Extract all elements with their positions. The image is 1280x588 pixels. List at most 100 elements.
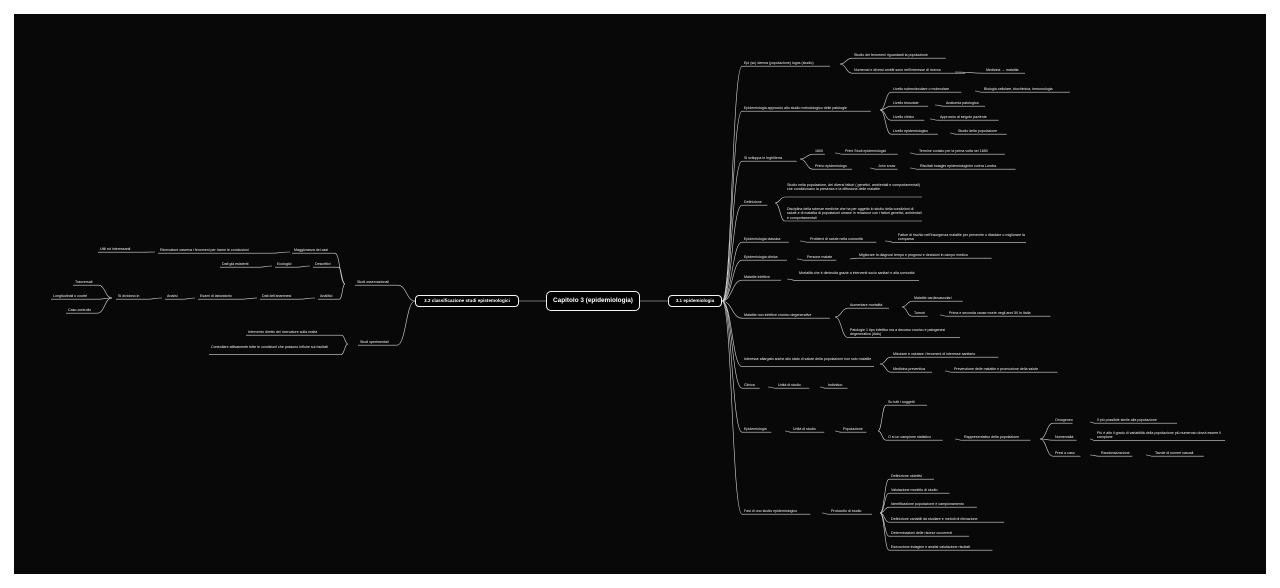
node-omogeneo-a[interactable]: Il più possibile simile alla popolazione (1097, 418, 1157, 422)
node-tumori[interactable]: Tumori (914, 311, 926, 315)
node-preventiva[interactable]: Medicina preventiva (893, 367, 925, 371)
node-infettive[interactable]: Malattie infettive (744, 275, 770, 279)
node-clinica-a[interactable]: Persone malate (807, 255, 833, 259)
connector-line (819, 386, 827, 389)
node-noninf[interactable]: Malattie non infettive cronico degenerat… (744, 313, 812, 317)
node-inghilterra[interactable]: Si sviluppa in Inghilterra (744, 156, 783, 160)
node-dati-esistenti[interactable]: Dati già esistenti (222, 262, 249, 266)
node-hiv[interactable]: Patologie 1 tipo infettivo ma a decorso … (850, 328, 946, 337)
node-liv3a[interactable]: Approccio al singolo paziente (940, 115, 987, 119)
node-numerosita[interactable]: Numerosità (1055, 435, 1074, 439)
connector-line (721, 160, 743, 302)
connector-line (929, 118, 939, 121)
node-omogeneo[interactable]: Omogeneo (1055, 418, 1073, 422)
node-fasi[interactable]: Fasi di uno studio epidemiologico (744, 509, 798, 513)
node-liv1[interactable]: Livello submolecolare o molecolare (893, 87, 950, 91)
node-clinica[interactable]: Epidemiologia clinica (744, 255, 778, 259)
node-unita1[interactable]: Unità di studio (778, 383, 801, 387)
node-liv3[interactable]: Livello clinico (893, 115, 915, 119)
node-definizione[interactable]: Definizione (744, 200, 762, 204)
node-studi-epid[interactable]: Primi Studi epidemiologici (845, 149, 887, 153)
node-cardio[interactable]: Malattie cardiovascolari (914, 296, 952, 300)
node-epidemiologia[interactable]: Epidemiologia (744, 427, 767, 431)
node-etim-2a[interactable]: Medicina → malattia (986, 68, 1019, 72)
node-misurare[interactable]: Misurare e valutare i fenomeni di intere… (893, 352, 976, 356)
node-interesse[interactable]: Interesse allargato anche allo stato di … (744, 357, 872, 361)
connector-line (147, 297, 163, 300)
node-si-dividono[interactable]: Si dividono in (118, 294, 140, 298)
node-utili[interactable]: Utili ed interessanti (100, 247, 131, 251)
node-p4[interactable]: Definizione variabili da studiare e meto… (891, 517, 978, 521)
node-longitudinali[interactable]: Longitudinali o coorte (53, 294, 88, 298)
node-def1[interactable]: Studio nella popolazione, dei diversi fa… (787, 183, 921, 192)
node-analitici[interactable]: Analitici (320, 294, 333, 298)
connector-line (240, 297, 258, 300)
node-randomizzazione[interactable]: Randomizzazione (1101, 451, 1130, 455)
node-etimologia[interactable]: Epi (su) demos (popolazione) logos (stud… (744, 61, 814, 65)
node-analisi[interactable]: Analisi (167, 294, 178, 298)
node-p6[interactable]: Esecuzione indagine e analisi valutazion… (891, 545, 970, 549)
node-liv1a[interactable]: Biologia cellulare, biochimica, immunolo… (984, 87, 1053, 91)
node-liv4[interactable]: Livello epidemiologico (893, 129, 929, 133)
node-aumentare[interactable]: Aumentare mortalità (850, 303, 883, 307)
node-individuo[interactable]: Individuo (828, 383, 843, 387)
topic-epidemiologia[interactable]: 3.1 epidemiologia (668, 295, 722, 307)
node-campione[interactable]: O si un campione statistico (888, 435, 931, 439)
node-clinica2[interactable]: Clinica (744, 383, 755, 387)
node-controllare[interactable]: Controllare attivamente tutte le condizi… (211, 345, 328, 349)
node-descrittivi[interactable]: Descrittivi (315, 262, 331, 266)
node-su-tutti[interactable]: Su tutti i soggetti (888, 400, 915, 404)
node-p3[interactable]: Identificazione popolazione e campioname… (891, 502, 964, 506)
node-classica-b[interactable]: Fattori di rischio nell'insorgenza malat… (898, 233, 1025, 242)
node-primo-epid[interactable]: Primo epidemiologo (815, 164, 847, 168)
node-liv4a[interactable]: Studio della popolazione (958, 129, 998, 133)
topic-classificazione[interactable]: 3.2 classificazione studi epistemologici (415, 295, 519, 307)
node-protocollo[interactable]: Protocollo di studio (831, 509, 862, 513)
node-anamnesi[interactable]: Dati dell'anamnesi (262, 294, 292, 298)
connector-line (721, 110, 743, 302)
node-ricercatore[interactable]: Ricercatore osserva i fenomeni per trarn… (160, 248, 249, 252)
central-topic[interactable]: Capitolo 3 (epidemiologia) (546, 291, 640, 311)
node-popolazione[interactable]: Popolazione (843, 427, 863, 431)
node-clinica-b[interactable]: Migliorare la diagnosi tempo e prognosi … (859, 253, 968, 257)
connector-line (834, 152, 844, 155)
node-approccio[interactable]: Epidemiologia approccio allo studio meto… (744, 106, 847, 110)
node-classica-a[interactable]: Problemi di salute nella comunità (810, 237, 863, 241)
node-def2[interactable]: Disciplina della scienze mediche che ha … (787, 207, 922, 220)
node-y1600[interactable]: 1600 (815, 149, 823, 153)
node-p5[interactable]: Determinazioni delle risorse occorrenti (891, 531, 953, 535)
connector-line (869, 167, 877, 170)
node-caso-controllo[interactable]: Caso-controllo (68, 308, 92, 312)
node-rappresentativo[interactable]: Rappresentativo della popolazione (964, 435, 1020, 439)
node-esami[interactable]: Esami di laboratorio (200, 294, 232, 298)
node-numerosita-a[interactable]: Più è alto il grado di variabilità della… (1097, 431, 1221, 440)
node-liv2[interactable]: Livello tessutale (893, 101, 919, 105)
node-tumori-a[interactable]: Prima e seconda cause morte negli anni 5… (949, 311, 1031, 315)
node-osservazionali[interactable]: Studi osservazionali (357, 280, 389, 284)
node-prevenzione[interactable]: Prevenzione delle malattie e promozione … (954, 367, 1039, 371)
node-classica[interactable]: Epidemiologia classica (744, 237, 781, 241)
connector-line (721, 300, 743, 367)
node-p2[interactable]: Valutazione modello di studio (891, 488, 938, 492)
node-maggioranza[interactable]: Maggioranza dei casi (294, 248, 328, 252)
connector-line (877, 430, 887, 441)
node-unita2[interactable]: Unità di studio (793, 427, 816, 431)
connector-line (341, 334, 349, 345)
node-liv2a[interactable]: Anatomia patologica (946, 101, 979, 105)
node-tavole[interactable]: Tavole di numeri casuali (1155, 451, 1194, 455)
connector-line (839, 57, 853, 65)
connector-line (721, 300, 743, 389)
node-termine[interactable]: Termine coniato per la prima volta nel 1… (919, 149, 988, 153)
node-intervento[interactable]: Intervento diretto del ricercatore sulla… (248, 330, 318, 334)
node-infettive-a[interactable]: Mortalità che è diminuita grazie a inter… (799, 271, 915, 275)
connector-line (774, 202, 786, 222)
node-trasversali[interactable]: Trasversali (75, 280, 93, 284)
node-p1[interactable]: Definizione obiettivi (891, 474, 922, 478)
node-colera[interactable]: Risultati indagini epidemiologiche coler… (920, 164, 997, 168)
node-etim-1[interactable]: Studio dei fenomeni riguardanti la popol… (854, 53, 928, 57)
node-sperimentali[interactable]: Studi sperimentali (360, 340, 389, 344)
node-presi-caso[interactable]: Presi a caso (1055, 451, 1075, 455)
node-ecologici[interactable]: Ecologici (277, 262, 292, 266)
node-etim-2[interactable]: Numerosi e diversi ambiti sono nell'inte… (854, 68, 941, 72)
node-snow[interactable]: John snow (878, 164, 896, 168)
